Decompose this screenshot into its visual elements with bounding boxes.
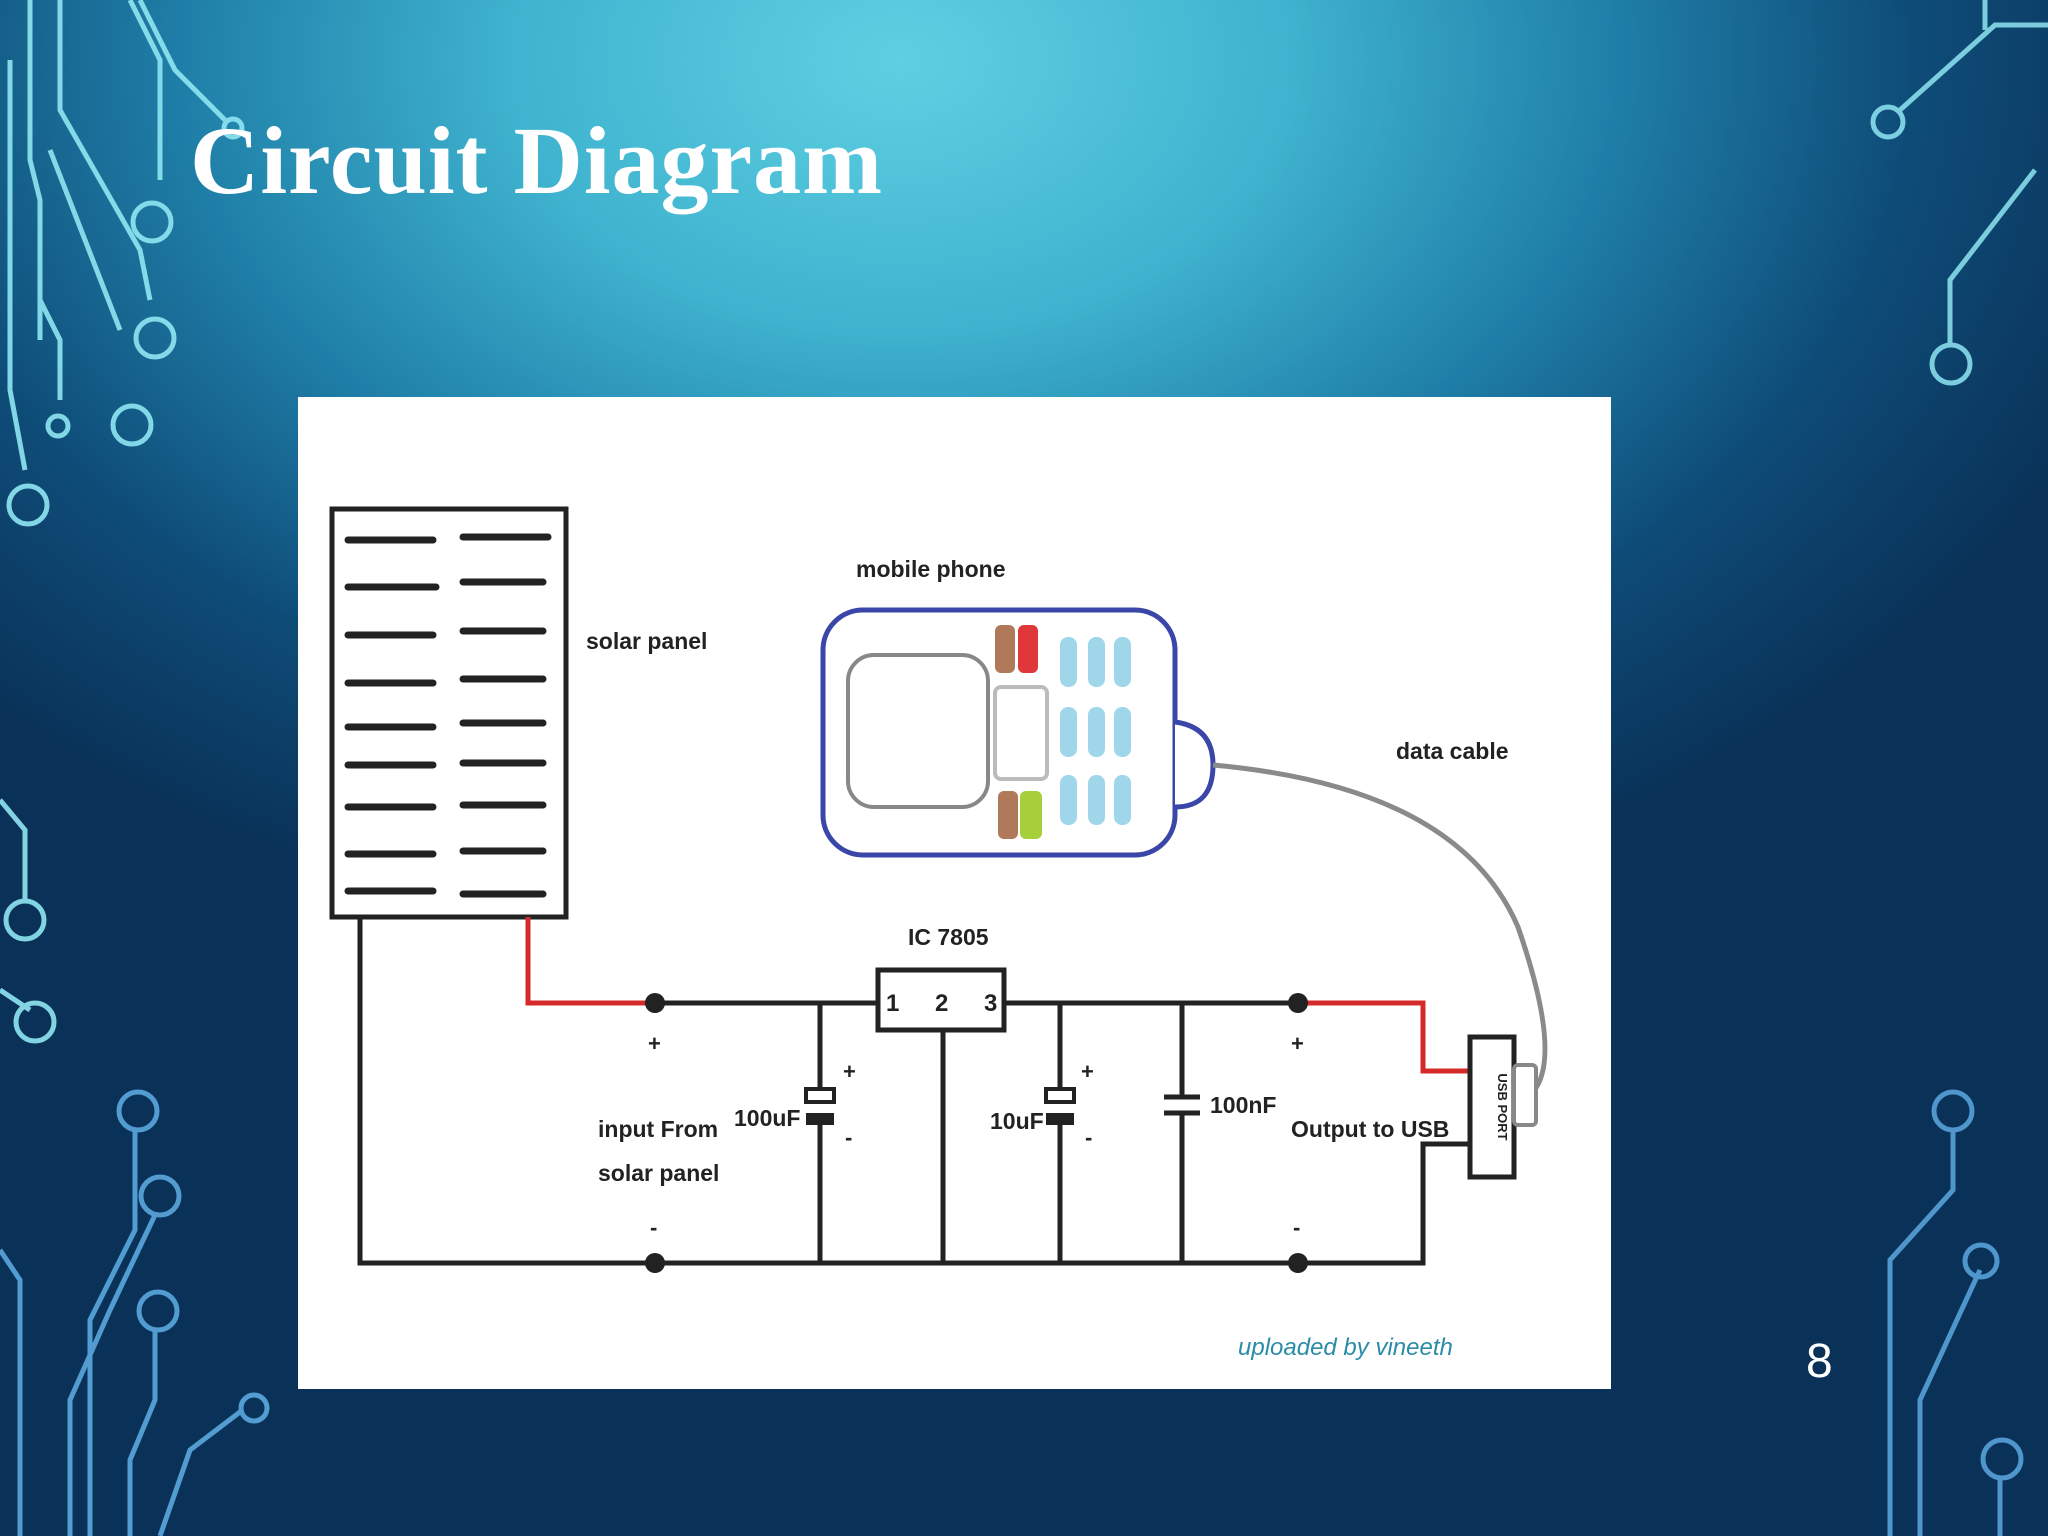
watermark: uploaded by vineeth — [1238, 1334, 1453, 1361]
solar-panel — [329, 506, 569, 920]
usb-port-label: USB PORT — [1495, 1073, 1510, 1140]
output-plus-sign: + — [1291, 1031, 1304, 1056]
page-number: 8 — [1806, 1335, 1833, 1388]
output-label: Output to USB — [1291, 1116, 1449, 1142]
capacitor-100uf — [804, 1087, 836, 1125]
data-cable-label: data cable — [1396, 738, 1509, 764]
cap2-label: 10uF — [990, 1108, 1044, 1134]
mobile-phone — [820, 607, 1216, 858]
data-cable — [1212, 762, 1548, 1094]
ic-pin-2: 2 — [935, 990, 948, 1017]
cap1-plus-sign: + — [843, 1059, 856, 1084]
output-positive-terminal — [1288, 993, 1308, 1013]
usb-port — [1467, 1034, 1538, 1180]
mobile-phone-label: mobile phone — [856, 556, 1006, 582]
cap2-minus-sign: - — [1085, 1125, 1092, 1150]
solar-panel-label: solar panel — [586, 628, 707, 654]
cap3-label: 100nF — [1210, 1092, 1276, 1118]
input-minus-sign: - — [650, 1215, 657, 1240]
circuit-diagram-panel: solar panel mobile phone data cable — [298, 397, 1611, 1389]
input-plus-sign: + — [648, 1031, 661, 1056]
capacitor-10uf — [1044, 1087, 1076, 1125]
cap1-minus-sign: - — [845, 1125, 852, 1150]
circuit-diagram: solar panel mobile phone data cable — [329, 506, 1548, 1361]
cap2-plus-sign: + — [1081, 1059, 1094, 1084]
capacitor-100nf — [1164, 1094, 1200, 1116]
output-minus-sign: - — [1293, 1215, 1300, 1240]
circuit-wires — [357, 917, 1470, 1266]
input-label-line2: solar panel — [598, 1160, 719, 1186]
regulator-ic — [875, 967, 1007, 1033]
input-negative-terminal — [645, 1253, 665, 1273]
cap1-label: 100uF — [734, 1105, 800, 1131]
ic-pin-1: 1 — [886, 990, 899, 1017]
input-label-line1: input From — [598, 1116, 718, 1142]
input-positive-terminal — [645, 993, 665, 1013]
regulator-label: IC 7805 — [908, 924, 989, 950]
slide-title: Circuit Diagram — [190, 107, 884, 214]
output-negative-terminal — [1288, 1253, 1308, 1273]
ic-pin-3: 3 — [984, 990, 997, 1017]
